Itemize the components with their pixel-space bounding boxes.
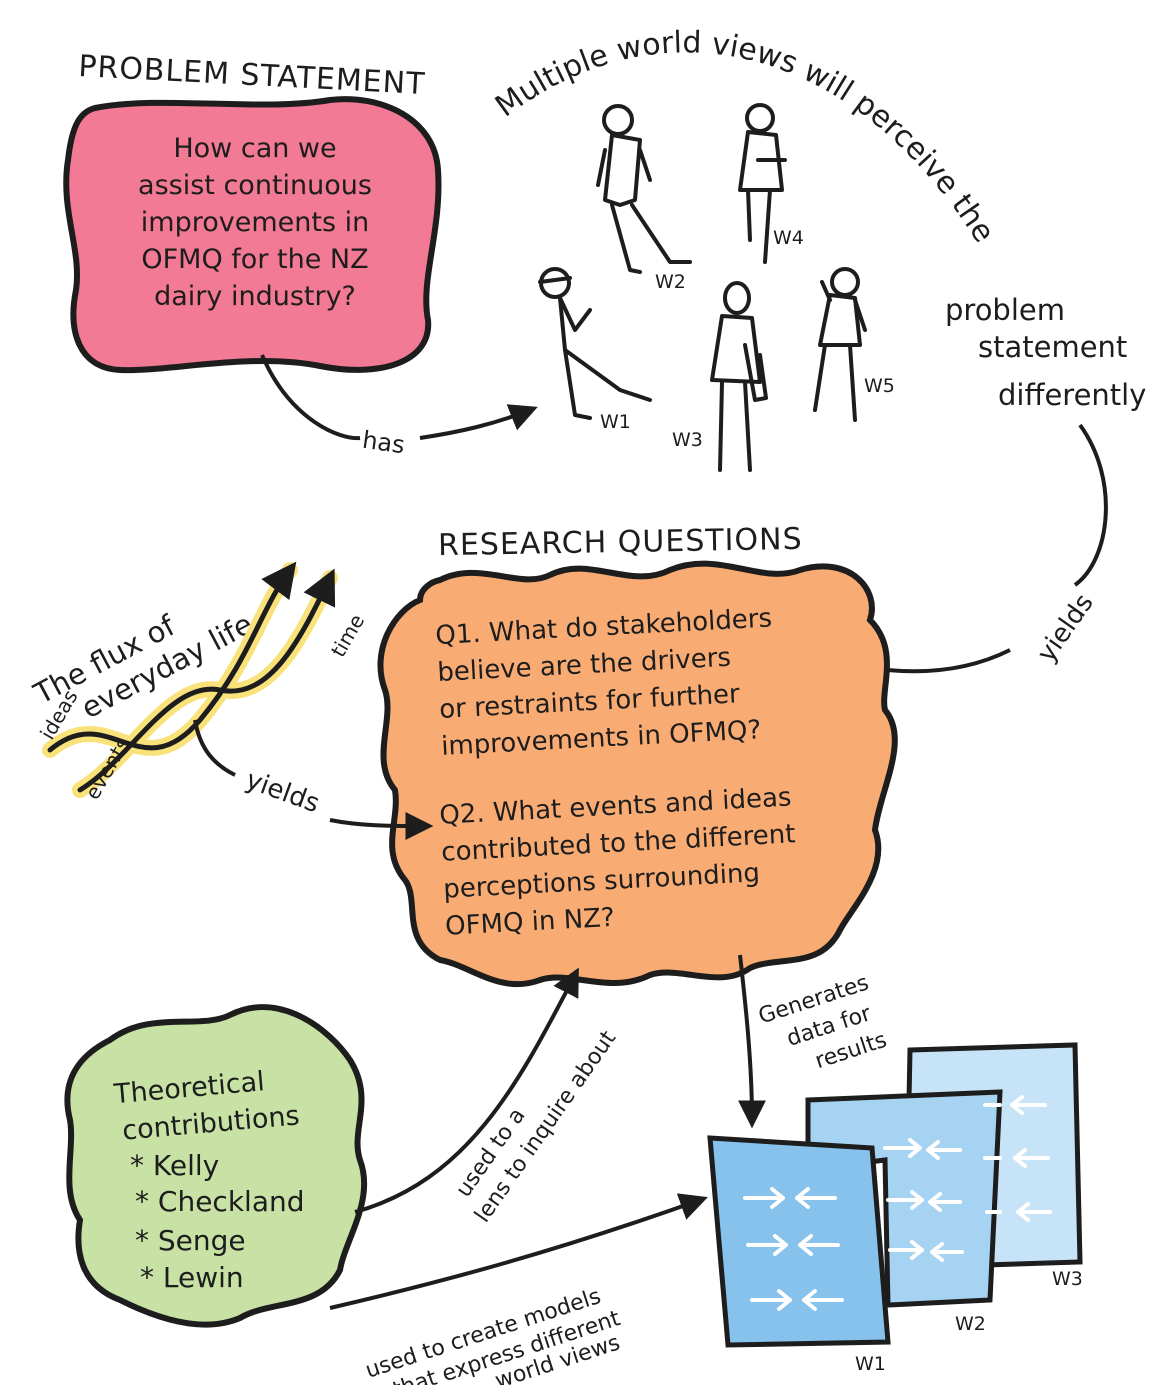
has-label: has [361,426,407,460]
generates-arrow [737,954,766,1129]
research-cloud [377,560,898,988]
flux-events-label: events [80,733,134,803]
yields-left-connector [193,719,236,777]
people-labels: W1 W2 W3 W4 W5 [600,227,895,451]
theory-cloud [64,1004,368,1328]
theory-bullets: * Kelly * Checkland * Senge * Lewin [130,1149,305,1294]
worldviews-text: problem statement differently [945,293,1146,412]
page-label-w2: W2 [955,1313,986,1335]
person-label-w1: W1 [600,411,631,433]
problem-line: How can we [173,133,336,164]
person-label-w5: W5 [864,375,895,397]
problem-line: dairy industry? [154,281,356,312]
models-arrow [329,1193,708,1310]
yields-left-label: yields [242,765,324,819]
flux-time-label: time [326,610,369,661]
problem-line: OFMQ for the NZ [141,244,368,275]
problem-line: assist continuous [138,170,372,201]
theory-bullet: * Checkland [135,1185,305,1218]
theory-bullet: * Lewin [140,1261,244,1294]
generates-text: Generates data for results [756,970,890,1074]
yields-right-label: yields [1032,589,1100,668]
person-w2-icon [596,104,692,274]
person-w4-icon [738,103,787,264]
pages-group: W3 W2 W1 [707,1042,1083,1375]
person-w3-icon [710,281,768,472]
page-arrows [743,1095,1052,1311]
page-label-w1: W1 [855,1353,886,1375]
yields-right-connector [1073,423,1108,587]
has-arrow-head [419,404,538,440]
models-text: used to create models that express diffe… [363,1284,624,1385]
lens-text: used to a lens to inquire about [451,1026,621,1227]
person-w1-icon [538,267,652,420]
person-label-w2: W2 [655,271,686,293]
yields-left-arrow [329,811,434,840]
research-heading: RESEARCH QUESTIONS [438,522,803,563]
problem-heading: PROBLEM STATEMENT [78,49,427,102]
problem-text: How can we assist continuous improvement… [138,133,372,312]
worldviews-line: problem [945,293,1065,327]
theory-bullet: * Kelly [130,1149,219,1182]
people-group [538,103,867,472]
person-label-w3: W3 [672,429,703,451]
worldviews-line: differently [998,378,1146,412]
has-arrow [260,354,361,441]
worldviews-arc-textpath: Multiple world views will perceive the [489,25,1001,249]
events-wave [77,568,336,793]
page-label-w3: W3 [1052,1268,1083,1290]
person-label-w4: W4 [773,227,804,249]
person-w5-icon [813,267,867,422]
worldviews-line: statement [978,330,1127,364]
problem-box [63,96,442,374]
problem-line: improvements in [141,207,369,238]
lens-arrow [354,967,579,1214]
worldviews-arc-text: Multiple world views will perceive the [489,25,1001,249]
theory-bullet: * Senge [135,1224,246,1257]
page-w1: W1 [707,1135,891,1375]
